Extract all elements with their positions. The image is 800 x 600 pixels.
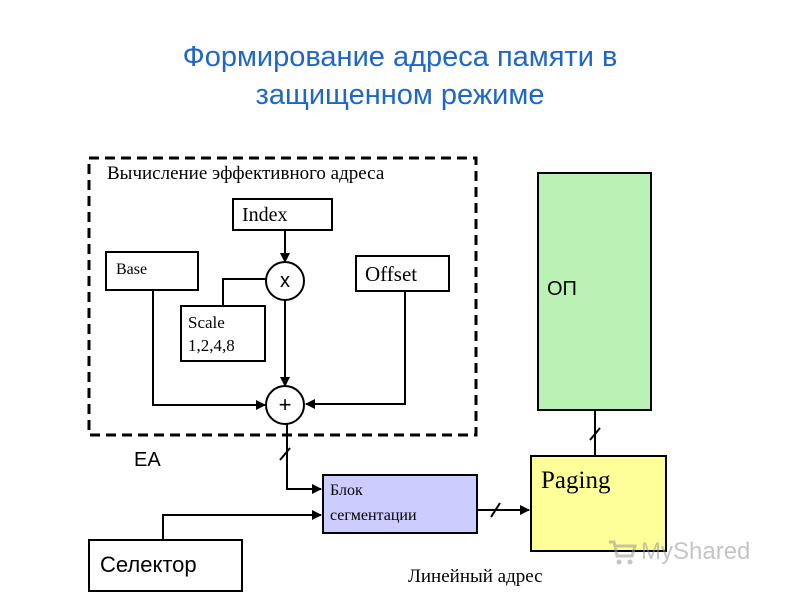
index-label: Index (242, 204, 288, 226)
base-to-adder (152, 289, 266, 410)
adder-symbol: + (278, 392, 292, 417)
linear-bus-slash (490, 502, 501, 518)
cart-icon (609, 540, 637, 565)
selector-box: Селектор (88, 539, 243, 592)
title-line-2: защищенном режиме (255, 79, 545, 111)
base-box: Base (105, 251, 199, 291)
multiply-node: x (265, 261, 305, 301)
index-box: Index (232, 198, 333, 231)
segmentation-block: Блок сегментации (322, 474, 478, 534)
base-label: Base (116, 261, 148, 278)
ea-bus-slash (279, 447, 291, 461)
paging-label: Paging (541, 467, 611, 494)
offset-to-adder (305, 291, 406, 409)
ea-label: EA (134, 449, 161, 471)
memory-label: ОП (547, 278, 577, 300)
scale-to-multiply (222, 278, 266, 306)
adder-to-segmentation (286, 424, 322, 494)
linear-address-label: Линейный адрес (408, 566, 543, 587)
scale-box: Scale 1,2,4,8 (180, 305, 266, 362)
paging-block: Paging (530, 455, 667, 552)
title-line-1: Формирование адреса памяти в (182, 41, 618, 73)
memory-block: ОП (537, 172, 652, 411)
multiply-symbol: x (280, 270, 290, 292)
watermark-text: MyShared (641, 538, 751, 565)
selector-label: Селектор (100, 552, 197, 577)
ea-region-label: Вычисление эффективного адреса (107, 163, 385, 184)
scale-label-line-2: 1,2,4,8 (188, 336, 235, 355)
memory-bus-slash (589, 427, 601, 441)
ea-region-border (87, 156, 478, 437)
offset-label: Offset (365, 262, 418, 286)
watermark: MyShared (607, 535, 767, 569)
page-title: Формирование адреса памяти в защищенном … (0, 38, 800, 114)
scale-label-line-1: Scale (188, 313, 225, 332)
segmentation-label-line-2: сегментации (330, 507, 417, 524)
offset-box: Offset (355, 255, 450, 292)
segmentation-label-line-1: Блок (330, 482, 363, 499)
selector-to-segmentation (162, 510, 322, 540)
adder-node: + (265, 385, 305, 425)
